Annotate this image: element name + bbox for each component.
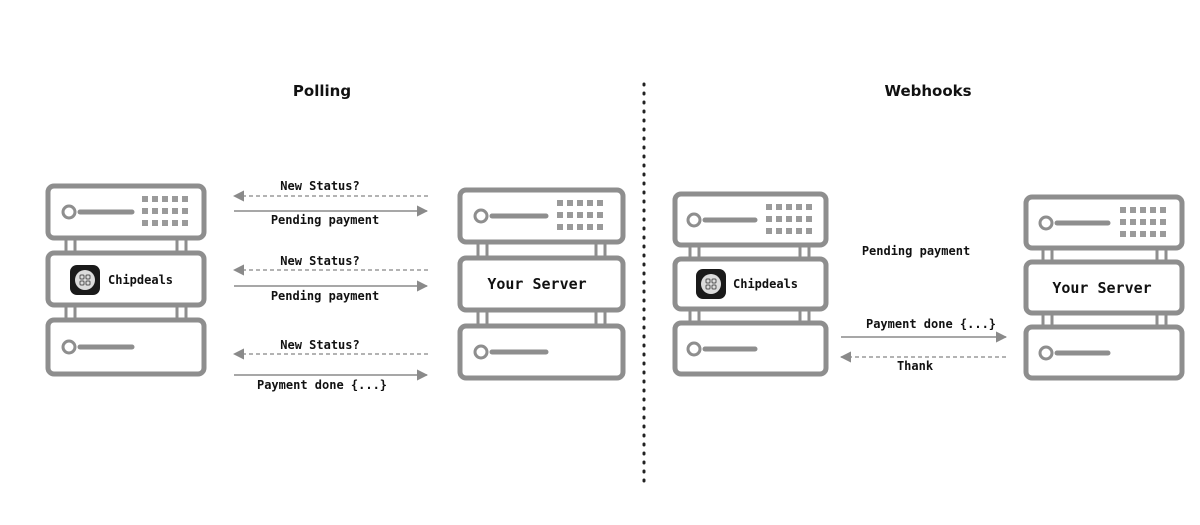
power-knob-icon — [61, 339, 77, 355]
provider-label: Chipdeals — [733, 277, 798, 291]
chipdeals-logo-icon — [70, 265, 100, 295]
webhooks-client-server: Your Server — [1023, 194, 1185, 381]
polling-message: Payment done {...} — [257, 378, 387, 392]
power-knob-icon — [61, 204, 77, 220]
polling-message: Pending payment — [271, 213, 379, 227]
power-knob-icon — [473, 344, 489, 360]
webhooks-provider-server: Chipdeals — [672, 191, 829, 377]
client-server-label: Your Server — [487, 275, 586, 293]
webhook-done-message: Payment done {...} — [866, 317, 996, 331]
power-knob-icon — [473, 208, 489, 224]
vent-grid-icon — [142, 196, 188, 226]
vent-grid-icon — [1120, 207, 1166, 237]
vent-grid-icon — [557, 200, 603, 230]
polling-message: New Status? — [280, 254, 359, 268]
polling-message: New Status? — [280, 179, 359, 193]
provider-label: Chipdeals — [108, 273, 173, 287]
chipdeals-logo-icon — [696, 269, 726, 299]
client-server-label: Your Server — [1052, 279, 1151, 297]
polling-message: Pending payment — [271, 289, 379, 303]
polling-exchange: New Status? Pending payment New Status? … — [232, 179, 429, 392]
power-knob-icon — [686, 341, 702, 357]
webhooks-exchange: Pending payment Payment done {...} Thank — [839, 244, 1008, 373]
polling-title: Polling — [293, 82, 351, 100]
webhook-ack-message: Thank — [897, 359, 934, 373]
webhook-pending-message: Pending payment — [862, 244, 970, 258]
vent-grid-icon — [766, 204, 812, 234]
rack-unit-middle — [457, 255, 626, 313]
webhooks-title: Webhooks — [884, 82, 971, 100]
polling-provider-server: Chipdeals — [45, 183, 207, 377]
power-knob-icon — [1038, 345, 1054, 361]
rack-unit-middle — [1023, 259, 1185, 316]
polling-message: New Status? — [280, 338, 359, 352]
power-knob-icon — [1038, 215, 1054, 231]
polling-client-server: Your Server — [457, 187, 626, 381]
power-knob-icon — [686, 212, 702, 228]
